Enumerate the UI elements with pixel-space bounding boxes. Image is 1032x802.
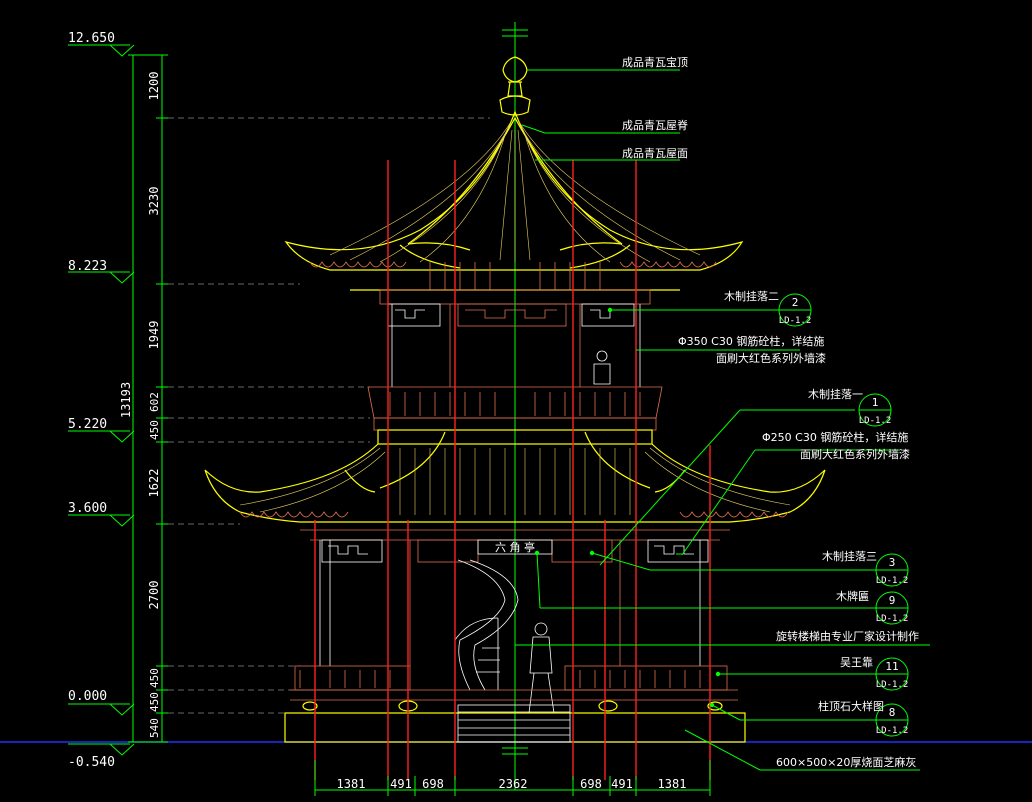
detail-sheet-ref: LD-1.2 xyxy=(876,726,909,736)
detail-reference-8: 8 LD-1.2 xyxy=(875,703,909,737)
detail-sheet-ref: LD-1.2 xyxy=(859,416,892,426)
detail-reference-1: 1 LD-1.2 xyxy=(858,393,892,427)
dimension-text: 450 xyxy=(148,692,161,712)
elevation-markers: 12.650 8.223 5.220 3.600 0.000 -0.540 xyxy=(68,31,135,770)
callout-text: 成品青瓦屋面 xyxy=(622,147,688,160)
callout-text: 600×500×20厚烧面芝麻灰 xyxy=(776,755,916,769)
elevation-label: 3.600 xyxy=(68,501,107,516)
detail-number: 1 xyxy=(872,396,879,409)
elevation-marker-lower-eave: 3.600 xyxy=(68,501,135,527)
dimension-text: 450 xyxy=(148,420,161,440)
vertical-dimension-chain: 1200 3230 1949 602 450 1622 2700 450 450… xyxy=(119,54,490,743)
upper-storey xyxy=(379,289,651,387)
callout-labels: 成品青瓦宝顶 成品青瓦屋脊 成品青瓦屋面 木制挂落二 Φ350 C30 钢筋砼柱… xyxy=(622,55,919,769)
detail-reference-2: 2 LD-1.2 xyxy=(778,293,812,327)
human-figure xyxy=(528,622,555,714)
elevation-label: 12.650 xyxy=(68,31,115,46)
dimension-text: 2700 xyxy=(147,581,161,610)
dimension-text: 1949 xyxy=(147,321,161,350)
elevation-marker-ground: -0.540 xyxy=(68,743,135,770)
detail-sheet-ref: LD-1.2 xyxy=(876,680,909,690)
dimension-text: 3230 xyxy=(147,187,161,216)
callout-text: 木制挂落二 xyxy=(724,289,779,303)
detail-sheet-ref: LD-1.2 xyxy=(876,576,909,586)
detail-sheet-ref: LD-1.2 xyxy=(876,614,909,624)
callout-text: 成品青瓦宝顶 xyxy=(622,55,688,69)
callout-text: 面刷大红色系列外墙漆 xyxy=(800,447,910,461)
dimension-text: 491 xyxy=(390,777,412,791)
dimension-text: 1381 xyxy=(658,777,687,791)
bench-railing xyxy=(290,665,738,712)
elevation-marker-top: 12.650 xyxy=(68,31,135,57)
elevation-marker-upper-eave: 8.223 xyxy=(68,259,135,284)
spiral-staircase xyxy=(454,559,519,691)
callout-text: Φ250 C30 钢筋砼柱，详结施 xyxy=(762,430,908,444)
plaque-text: 六 角 亭 xyxy=(495,540,535,554)
detail-reference-9: 9 LD-1.2 xyxy=(875,591,909,625)
detail-sheet-ref: LD-1.2 xyxy=(779,316,812,326)
callout-text: Φ350 C30 钢筋砼柱，详结施 xyxy=(678,334,824,348)
bottom-dimension-chain: 1381 491 698 2362 698 491 1381 xyxy=(314,760,711,796)
callout-dots xyxy=(534,307,721,708)
dimension-text: 698 xyxy=(580,777,602,791)
dimension-text: 2362 xyxy=(499,777,528,791)
detail-number: 8 xyxy=(889,706,896,719)
dimension-text: 450 xyxy=(148,668,161,688)
elevation-label: -0.540 xyxy=(68,755,115,770)
stone-base xyxy=(284,704,746,743)
elevation-marker-balcony: 5.220 xyxy=(68,417,135,443)
callout-text: 吴王靠 xyxy=(840,655,873,669)
overall-height-text: 13193 xyxy=(119,382,133,418)
callout-text: 木牌匾 xyxy=(836,589,869,603)
callout-text: 柱顶石大样图 xyxy=(818,699,884,713)
callout-leaders xyxy=(515,69,930,771)
detail-number: 2 xyxy=(792,296,799,309)
dimension-text: 698 xyxy=(422,777,444,791)
upper-roof xyxy=(284,110,744,291)
balcony-railing xyxy=(367,386,663,445)
roof-finial xyxy=(499,56,531,116)
elevation-label: 0.000 xyxy=(68,689,107,704)
dimension-text: 1622 xyxy=(147,469,161,498)
dimension-text: 1381 xyxy=(337,777,366,791)
elevation-marker-floor: 0.000 xyxy=(68,689,135,716)
elevation-label: 8.223 xyxy=(68,259,107,274)
column-axes xyxy=(314,160,711,780)
callout-text: 木制挂落三 xyxy=(822,549,877,563)
detail-number: 11 xyxy=(885,660,898,673)
dimension-text: 491 xyxy=(611,777,633,791)
callout-text: 成品青瓦屋脊 xyxy=(622,118,688,132)
dimension-text: 1200 xyxy=(147,72,161,101)
detail-reference-3: 3 LD-1.2 xyxy=(875,553,909,587)
dimension-text: 602 xyxy=(148,392,161,412)
callout-text: 木制挂落一 xyxy=(808,387,863,401)
wooden-plaque xyxy=(477,539,553,555)
elevation-label: 5.220 xyxy=(68,417,107,432)
detail-reference-11: 11 LD-1.2 xyxy=(875,657,909,691)
callout-text: 面刷大红色系列外墙漆 xyxy=(716,351,826,365)
callout-text: 旋转楼梯由专业厂家设计制作 xyxy=(776,629,919,643)
detail-number: 3 xyxy=(889,556,896,569)
detail-number: 9 xyxy=(889,594,896,607)
dimension-text: 540 xyxy=(148,718,161,738)
